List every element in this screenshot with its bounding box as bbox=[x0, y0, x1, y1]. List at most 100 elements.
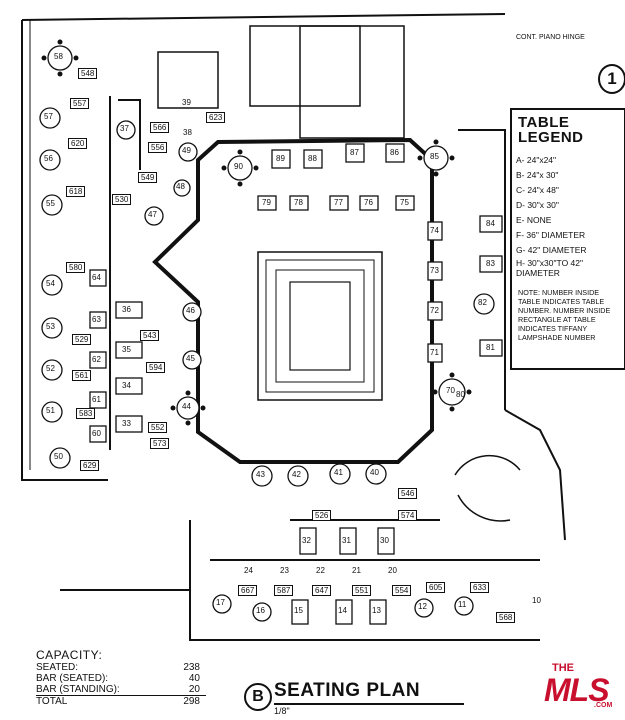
lamp-label: 566 bbox=[150, 122, 170, 133]
legend-list: A- 24"x24" B- 24"x 30" C- 24"x 48" D- 30… bbox=[516, 153, 624, 278]
table-label: 45 bbox=[186, 354, 195, 363]
table-label: 56 bbox=[44, 154, 53, 163]
capacity-row: BAR (STANDING): 20 bbox=[36, 684, 206, 695]
table-label: 49 bbox=[182, 146, 191, 155]
legend-title-line1: TABLE bbox=[518, 114, 570, 131]
table-label: 86 bbox=[390, 148, 399, 157]
lamp-label: 551 bbox=[352, 585, 372, 596]
table-label: 50 bbox=[54, 452, 63, 461]
table-label: 42 bbox=[292, 470, 301, 479]
lamp-label: 583 bbox=[76, 408, 96, 419]
table-label: 89 bbox=[276, 154, 285, 163]
table-label: 38 bbox=[183, 128, 192, 137]
table-label: 74 bbox=[430, 226, 439, 235]
dining-tables bbox=[39, 45, 503, 625]
table-label: 32 bbox=[302, 536, 311, 545]
table-label: 85 bbox=[430, 152, 439, 161]
table-label: 70 bbox=[446, 386, 455, 395]
table-label: 37 bbox=[120, 124, 129, 133]
legend-item: H- 30"x30"TO 42" DIAMETER bbox=[516, 258, 584, 278]
table-label: 72 bbox=[430, 306, 439, 315]
table-label: 78 bbox=[294, 198, 303, 207]
table-label: 22 bbox=[316, 566, 325, 575]
table-label: 63 bbox=[92, 315, 101, 324]
mls-the: THE bbox=[552, 662, 574, 674]
legend-title-line2: LEGEND bbox=[518, 129, 584, 146]
title-block: B SEATING PLAN 1/8" bbox=[244, 680, 504, 716]
lamp-label: 554 bbox=[392, 585, 412, 596]
capacity-label: SEATED: bbox=[36, 662, 79, 673]
table-label: 43 bbox=[256, 470, 265, 479]
table-label: 20 bbox=[388, 566, 397, 575]
table-label: 87 bbox=[350, 148, 359, 157]
table-label: 77 bbox=[334, 198, 343, 207]
lamp-label: 587 bbox=[274, 585, 294, 596]
table-label: 76 bbox=[364, 198, 373, 207]
table-label: 40 bbox=[370, 468, 379, 477]
table-label: 88 bbox=[308, 154, 317, 163]
table-label: 57 bbox=[44, 112, 53, 121]
legend-note: NOTE: NUMBER INSIDE TABLE INDICATES TABL… bbox=[518, 288, 611, 342]
table-label: 54 bbox=[46, 279, 55, 288]
table-label: 10 bbox=[532, 596, 541, 605]
table-label: 71 bbox=[430, 348, 439, 357]
capacity-value: 238 bbox=[183, 662, 200, 673]
legend-item: G- 42" DIAMETER bbox=[516, 245, 587, 255]
table-label: 80 bbox=[456, 390, 465, 399]
table-label: 12 bbox=[418, 602, 427, 611]
table-label: 14 bbox=[338, 606, 347, 615]
lamp-label: 594 bbox=[146, 362, 166, 373]
table-label: 55 bbox=[46, 199, 55, 208]
table-label: 41 bbox=[334, 468, 343, 477]
table-label: 81 bbox=[486, 343, 495, 352]
table-label: 82 bbox=[478, 298, 487, 307]
chairs bbox=[41, 39, 472, 426]
table-label: 35 bbox=[122, 345, 131, 354]
table-label: 21 bbox=[352, 566, 361, 575]
lamp-label: 620 bbox=[68, 138, 88, 149]
capacity-total-row: TOTAL 298 bbox=[36, 695, 206, 707]
table-label: 62 bbox=[92, 355, 101, 364]
table-label: 33 bbox=[122, 419, 131, 428]
lamp-label: 552 bbox=[148, 422, 168, 433]
lamp-label: 568 bbox=[496, 612, 516, 623]
lamp-label: 530 bbox=[112, 194, 132, 205]
lamp-label: 546 bbox=[398, 488, 418, 499]
mls-logo: THE MLS .COM bbox=[540, 660, 622, 712]
table-label: 13 bbox=[372, 606, 381, 615]
table-label: 34 bbox=[122, 381, 131, 390]
table-label: 75 bbox=[400, 198, 409, 207]
sheet-scale: 1/8" bbox=[274, 703, 464, 716]
legend-item: B- 24"x 30" bbox=[516, 170, 559, 180]
capacity-value: 20 bbox=[188, 684, 200, 695]
lamp-label: 633 bbox=[470, 582, 490, 593]
table-label: 15 bbox=[294, 606, 303, 615]
table-label: 48 bbox=[176, 182, 185, 191]
capacity-row: BAR (SEATED): 40 bbox=[36, 673, 206, 684]
lamp-label: 623 bbox=[206, 112, 226, 123]
lamp-label: 529 bbox=[72, 334, 92, 345]
table-label: 58 bbox=[54, 52, 63, 61]
legend-item: D- 30"x 30" bbox=[516, 200, 559, 210]
table-label: 51 bbox=[46, 406, 55, 415]
lamp-label: 573 bbox=[150, 438, 170, 449]
table-label: 24 bbox=[244, 566, 253, 575]
legend-item: C- 24"x 48" bbox=[516, 185, 559, 195]
table-label: 16 bbox=[256, 606, 265, 615]
table-label: 11 bbox=[458, 600, 467, 609]
lamp-label: 618 bbox=[66, 186, 86, 197]
table-label: 83 bbox=[486, 259, 495, 268]
sheet-number: 1 bbox=[598, 64, 625, 94]
lamp-label: 548 bbox=[78, 68, 98, 79]
table-label: 52 bbox=[46, 364, 55, 373]
table-label: 53 bbox=[46, 322, 55, 331]
table-label: 64 bbox=[92, 273, 101, 282]
legend-item: A- 24"x24" bbox=[516, 155, 557, 165]
capacity-row: SEATED: 238 bbox=[36, 662, 206, 673]
mls-mark: MLS bbox=[544, 672, 610, 708]
capacity-summary: CAPACITY: SEATED: 238 BAR (SEATED): 40 B… bbox=[36, 648, 206, 707]
capacity-value: 40 bbox=[188, 673, 200, 684]
mls-com: .COM bbox=[594, 702, 613, 709]
lamp-label: 574 bbox=[398, 510, 418, 521]
